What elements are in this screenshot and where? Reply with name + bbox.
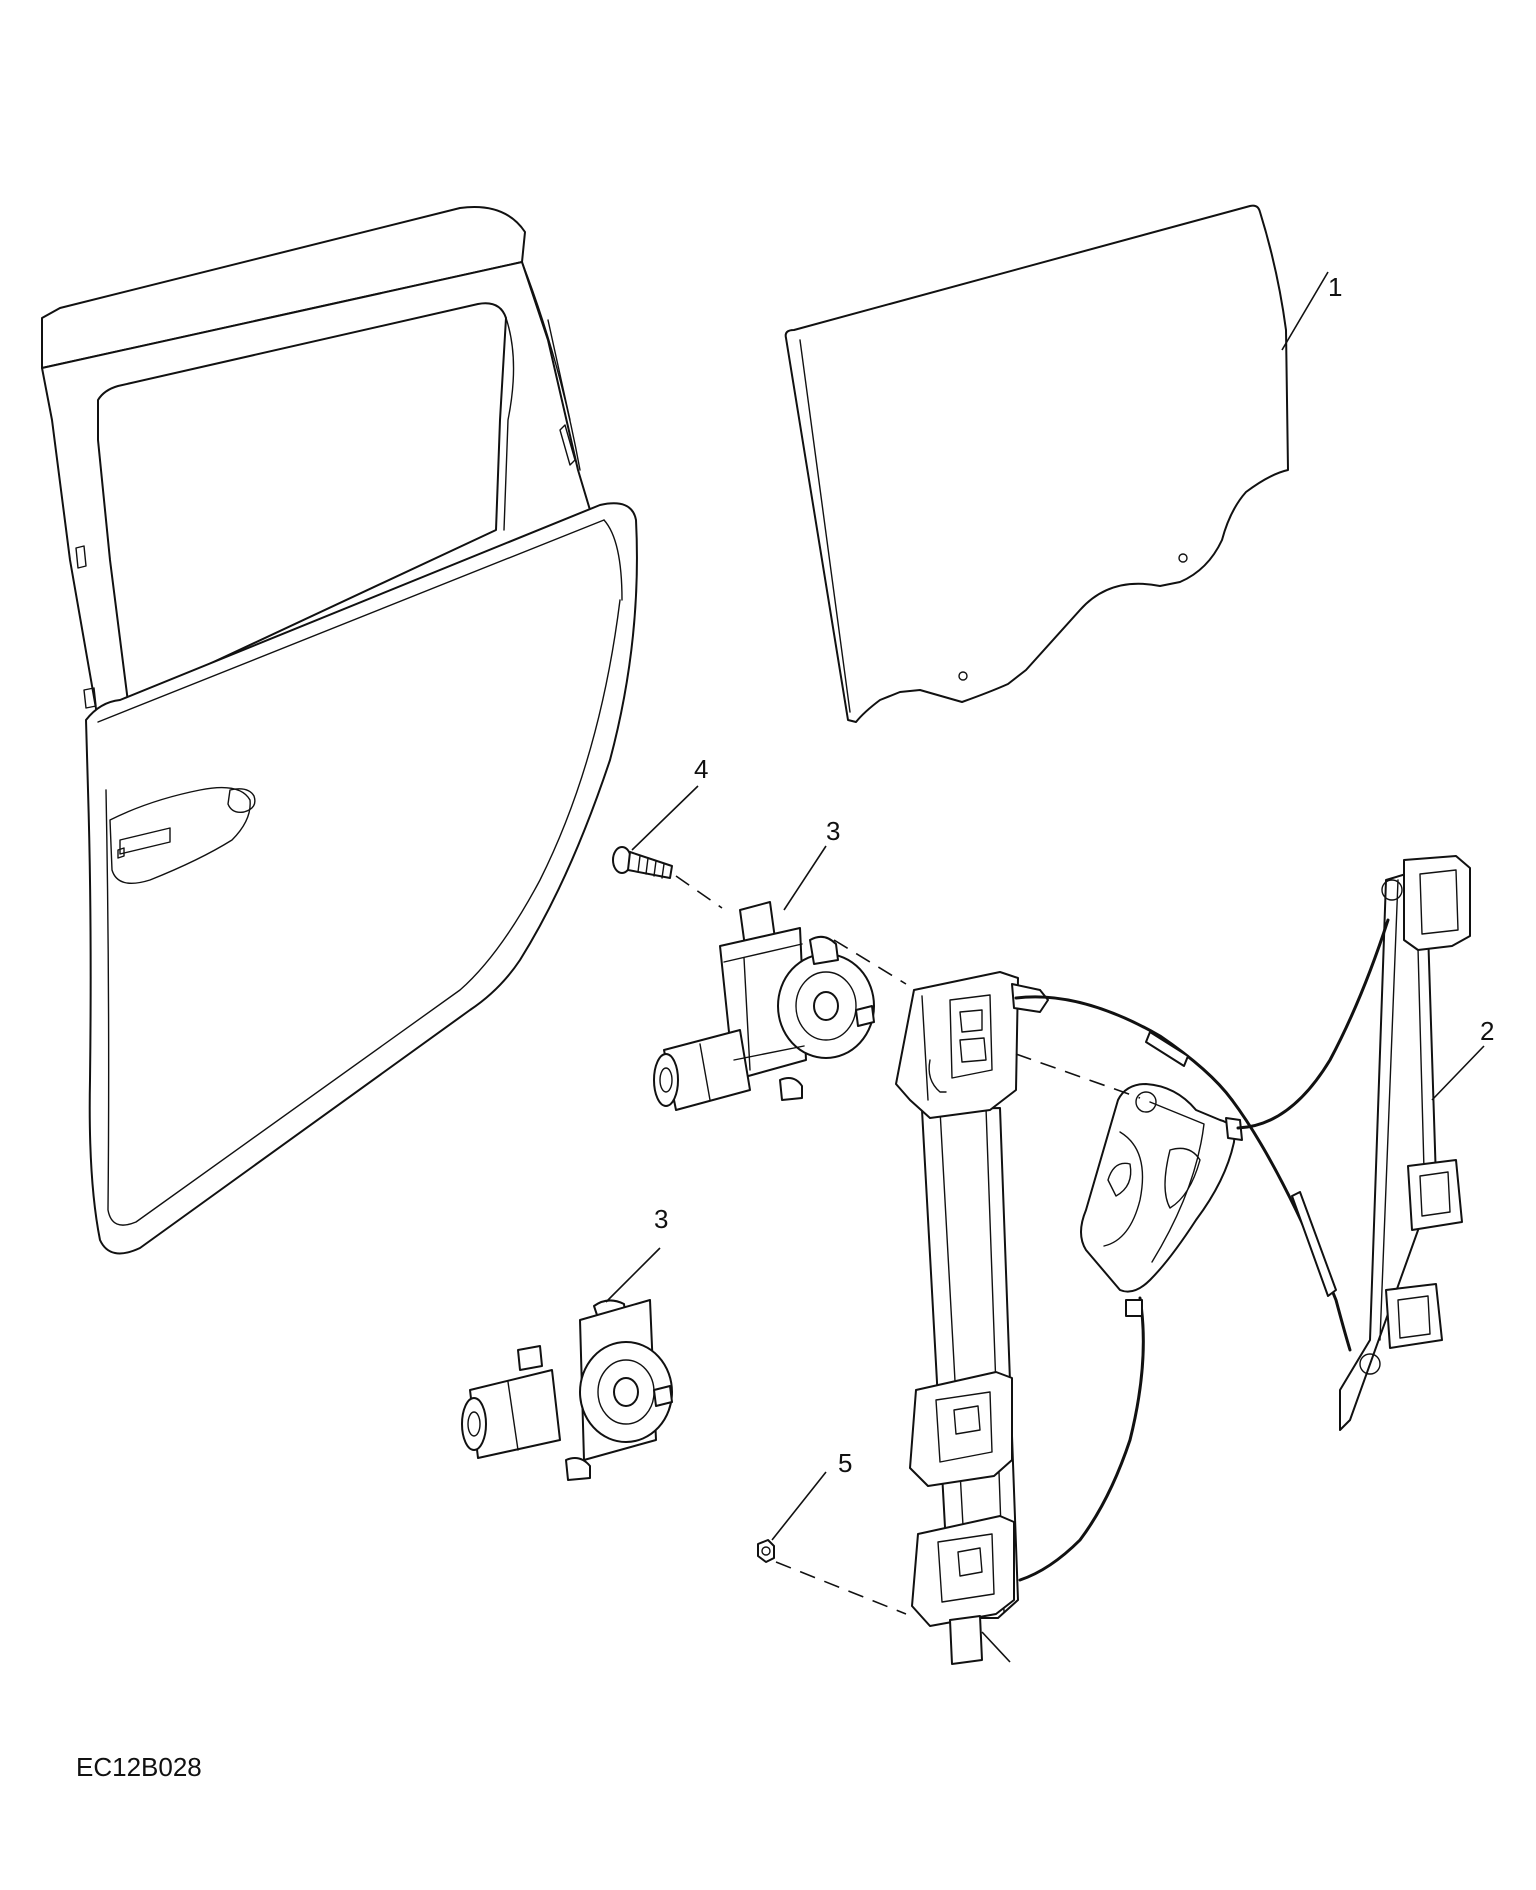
nut [757, 1539, 775, 1563]
callout-motor-upper: 3 [826, 816, 840, 846]
window-motor-lower [461, 1299, 673, 1481]
window-regulator [895, 855, 1471, 1665]
screw [612, 846, 673, 879]
callout-nut: 5 [838, 1448, 852, 1478]
window-motor-upper [653, 901, 875, 1111]
callout-motor-lower: 3 [654, 1204, 668, 1234]
callout-screw: 4 [694, 754, 708, 784]
leader-lines [605, 271, 1485, 1541]
assembly-lines [675, 875, 1141, 1615]
callout-glass: 1 [1328, 272, 1342, 302]
diagram-code: EC12B028 [76, 1752, 202, 1782]
door-glass [784, 204, 1289, 723]
door-shell [41, 206, 638, 1255]
callout-regulator: 2 [1480, 1016, 1494, 1046]
